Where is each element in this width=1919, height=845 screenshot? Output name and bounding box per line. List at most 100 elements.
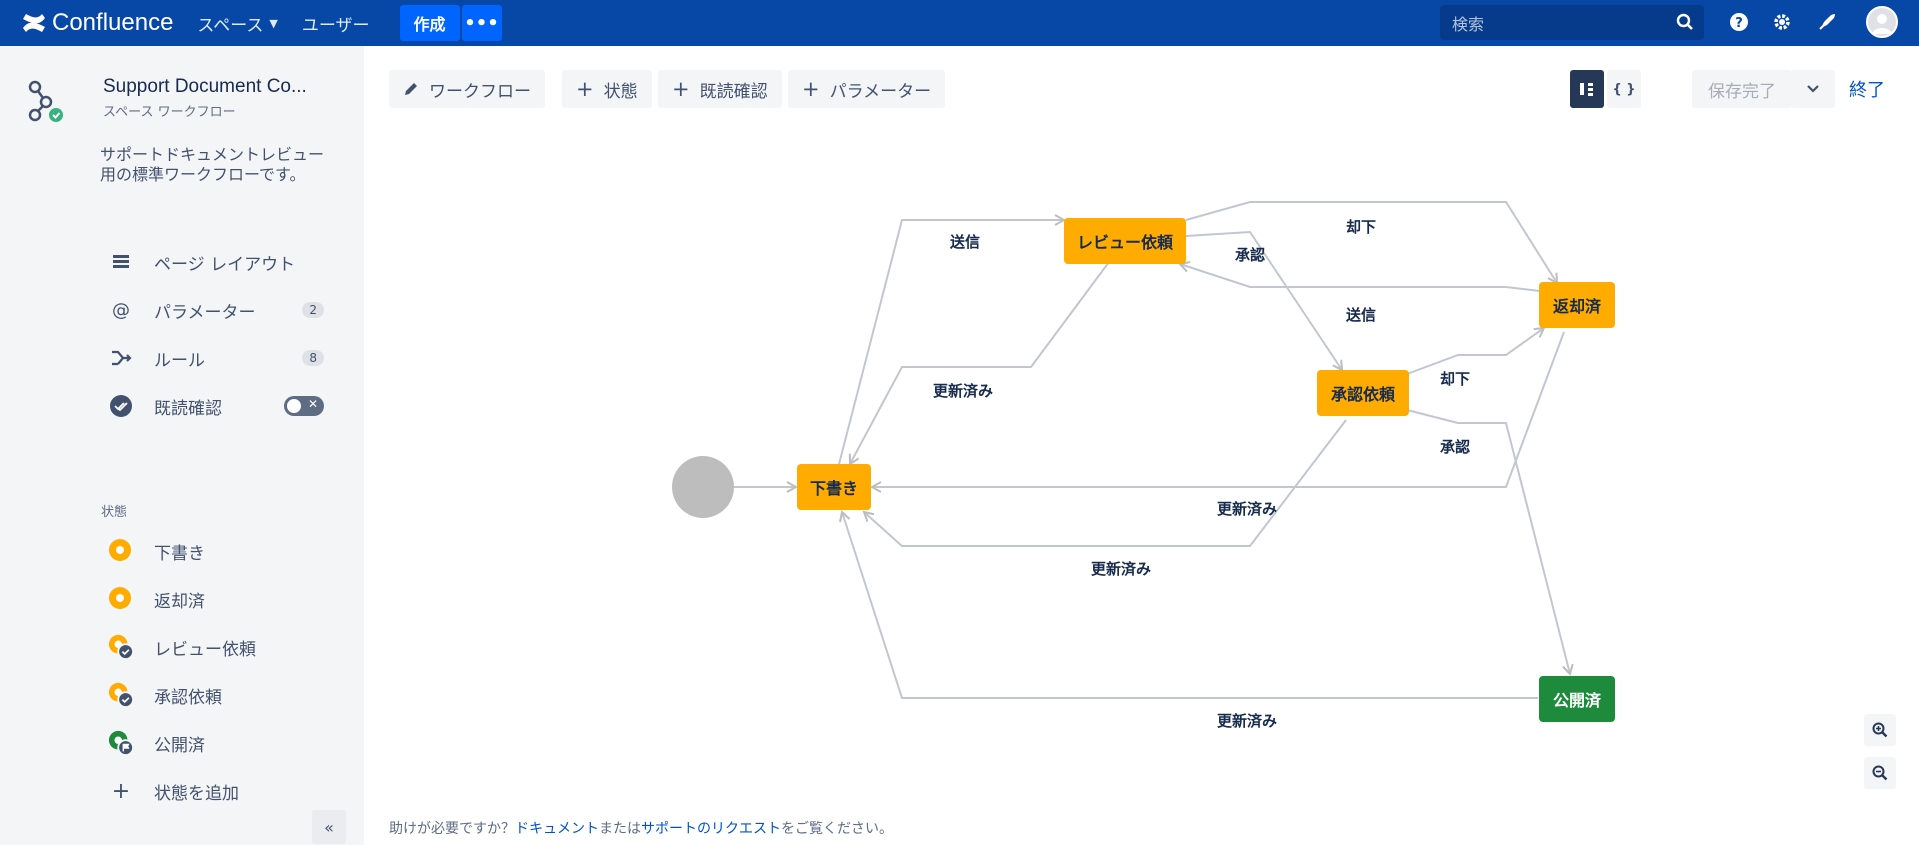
add-state-button[interactable]: + 状態を追加 [108, 777, 330, 805]
state-label: 公開済 [154, 735, 205, 756]
state-label: 返却済 [154, 591, 205, 612]
edge-approval-published [1406, 409, 1570, 674]
sidebar-item-parameters[interactable]: @ パラメーター 2 [108, 296, 330, 324]
state-published-icon [108, 730, 134, 756]
saved-button[interactable]: 保存完了 [1692, 70, 1792, 108]
finish-link[interactable]: 終了 [1849, 80, 1885, 101]
edge-label-updated: 更新済み [1217, 500, 1278, 518]
add-read-confirm-button[interactable]: + 既読確認 [658, 70, 782, 108]
top-navigation: Confluence スペース ▼ ユーザー 作成 ••• 検索 ? [0, 0, 1919, 46]
edge-review-approval [1185, 230, 1342, 370]
page-layout-icon [108, 249, 134, 275]
plus-icon: + [672, 77, 690, 101]
edge-review-rejected [1185, 201, 1557, 283]
sidebar-item-label: ページ レイアウト [154, 254, 296, 275]
rocket-icon[interactable] [1815, 10, 1839, 34]
collapse-sidebar-button[interactable]: « [312, 810, 346, 844]
sidebar-state-approval[interactable]: 承認依頼 [108, 681, 330, 709]
at-sign-icon: @ [112, 299, 130, 321]
settings-gear-icon[interactable] [1770, 10, 1794, 34]
sidebar-state-review[interactable]: レビュー依頼 [108, 633, 330, 661]
workflow-subtitle: スペース ワークフロー [103, 105, 236, 120]
edge-draft-review [837, 220, 1064, 469]
edge-label-submit: 送信 [1346, 306, 1377, 324]
chevron-down-icon [1807, 85, 1819, 93]
add-state-toolbar-button[interactable]: + 状態 [562, 70, 652, 108]
node-rejected[interactable]: 返却済 [1539, 282, 1615, 328]
read-confirm-toggle[interactable]: ✕ [284, 396, 324, 416]
save-options-dropdown[interactable] [1791, 70, 1835, 108]
sidebar-state-rejected[interactable]: 返却済 [108, 585, 330, 613]
zoom-in-icon [1872, 722, 1888, 738]
diagram-view-icon [1580, 83, 1593, 96]
node-approval[interactable]: 承認依頼 [1317, 370, 1409, 416]
users-menu[interactable]: ユーザー [302, 11, 370, 36]
state-label: 下書き [154, 543, 205, 564]
user-avatar[interactable] [1866, 6, 1898, 38]
states-heading: 状態 [101, 505, 128, 520]
plus-icon: + [802, 77, 820, 101]
footer-suffix: をご覧ください。 [781, 821, 893, 837]
parameter-count-badge: 2 [302, 302, 324, 318]
pencil-icon [405, 83, 417, 95]
toggle-knob [287, 399, 301, 413]
add-state-label: 状態を追加 [154, 783, 239, 804]
workflow-title: Support Document Co... [103, 76, 307, 97]
help-footer: 助けが必要ですか？ドキュメントまたはサポートのリクエストをご覧ください。 [389, 818, 893, 838]
edge-label-reject: 却下 [1440, 370, 1471, 388]
plus-icon: + [576, 77, 594, 101]
workflow-description: サポートドキュメントレビュー用の標準ワークフローです。 [100, 145, 325, 184]
documentation-link[interactable]: ドキュメント [515, 821, 599, 837]
node-review[interactable]: レビュー依頼 [1064, 218, 1186, 264]
spaces-menu[interactable]: スペース ▼ [197, 11, 277, 36]
edge-approval-draft [864, 419, 1347, 547]
state-label: 承認依頼 [154, 687, 222, 708]
sidebar-state-draft[interactable]: 下書き [108, 537, 330, 565]
workflow-button-label: ワークフロー [429, 81, 531, 102]
zoom-in-button[interactable] [1864, 714, 1896, 746]
sidebar-item-label: ルール [154, 350, 205, 371]
edge-label-reject: 却下 [1346, 218, 1377, 236]
sidebar-item-page-layout[interactable]: ページ レイアウト [108, 248, 330, 276]
sidebar-state-published[interactable]: 公開済 [108, 729, 330, 757]
help-icon[interactable]: ? [1727, 10, 1751, 34]
users-label: ユーザー [301, 15, 370, 36]
support-request-link[interactable]: サポートのリクエスト [641, 821, 781, 837]
zoom-out-icon [1872, 765, 1888, 781]
edge-label-updated: 更新済み [1091, 560, 1152, 578]
sidebar-item-read-confirm[interactable]: 既読確認 ✕ [108, 392, 330, 420]
sidebar-item-rules[interactable]: ルール 8 [108, 344, 330, 372]
edge-label-approve: 承認 [1440, 438, 1471, 456]
zoom-out-button[interactable] [1864, 757, 1896, 789]
rules-icon [108, 345, 134, 371]
plus-icon: + [111, 778, 131, 804]
footer-middle: または [599, 821, 641, 837]
create-button[interactable]: 作成 [399, 5, 460, 41]
edge-label-updated: 更新済み [1217, 712, 1278, 730]
more-create-button[interactable]: ••• [461, 5, 502, 41]
state-dot-icon [108, 538, 134, 564]
spaces-label: スペース [197, 15, 264, 36]
search-input[interactable]: 検索 [1440, 5, 1704, 40]
edge-label-submit: 送信 [950, 233, 981, 251]
json-view-button[interactable]: { } [1607, 70, 1641, 108]
confluence-logo-icon [23, 14, 45, 32]
state-button-label: 状態 [603, 81, 638, 102]
initial-state-node [672, 456, 734, 518]
node-draft[interactable]: 下書き [797, 464, 871, 510]
edge-published-draft [842, 512, 1538, 699]
state-review-icon [108, 634, 134, 660]
diagram-view-button[interactable] [1570, 70, 1604, 108]
node-published[interactable]: 公開済 [1539, 676, 1615, 722]
diagram-edges [734, 201, 1604, 699]
confluence-logo[interactable]: Confluence [22, 9, 173, 37]
chevron-down-icon: ▼ [269, 16, 278, 30]
search-placeholder: 検索 [1452, 14, 1485, 34]
edge-review-draft [850, 261, 1110, 464]
sidebar: Support Document Co... スペース ワークフロー サポートド… [0, 46, 364, 845]
add-parameter-button[interactable]: + パラメーター [788, 70, 946, 108]
workflow-icon [26, 78, 66, 128]
footer-prefix: 助けが必要ですか？ [389, 821, 515, 837]
sidebar-item-label: 既読確認 [154, 398, 222, 419]
edit-workflow-button[interactable]: ワークフロー [389, 70, 545, 108]
